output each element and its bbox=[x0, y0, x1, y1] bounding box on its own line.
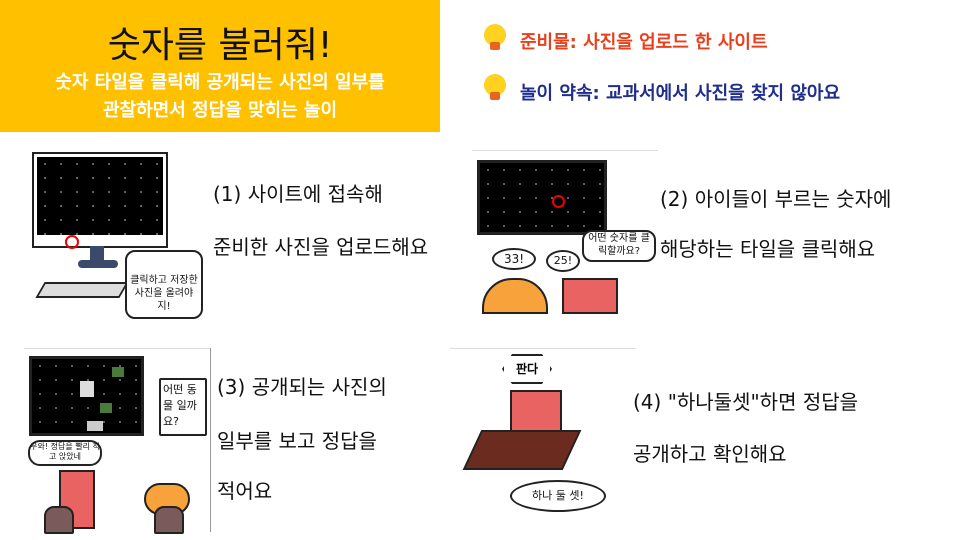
lightbulb-icon bbox=[484, 24, 506, 50]
step-2-line-2: 해당하는 타일을 클릭해요 bbox=[660, 237, 876, 261]
desk bbox=[462, 430, 582, 470]
monitor-base bbox=[78, 260, 118, 268]
chair bbox=[154, 506, 184, 534]
tile-grid-screen bbox=[477, 160, 607, 235]
kid-2-character bbox=[562, 278, 618, 314]
step-3-line-2: 일부를 보고 정답을 bbox=[217, 429, 377, 453]
step-3-line-1: (3) 공개되는 사진의 bbox=[217, 375, 387, 399]
kid-1-character bbox=[482, 278, 548, 314]
page-title: 숫자를 불러줘! bbox=[107, 25, 333, 66]
tile-grid-screen bbox=[29, 356, 144, 436]
revealed-tile bbox=[80, 381, 94, 397]
step-1-illustration: 클릭하고 저장한 사진을 올려야지! bbox=[30, 150, 210, 340]
step-4-line-2: 공개하고 확인해요 bbox=[633, 442, 787, 466]
revealed-tile bbox=[100, 403, 112, 413]
click-cursor-icon bbox=[552, 195, 565, 208]
speech-bubble: 어떤 동물 일까요? bbox=[159, 378, 207, 436]
monitor-stand bbox=[90, 246, 104, 262]
revealed-tile bbox=[87, 421, 103, 431]
step-3-line-3: 적어요 bbox=[217, 479, 273, 503]
monitor bbox=[32, 152, 168, 249]
subtitle-line-2: 관찰하면서 정답을 맞히는 놀이 bbox=[102, 100, 338, 121]
title-banner: 숫자를 불러줘! 숫자 타일을 클릭해 공개되는 사진의 일부를 관찰하면서 정… bbox=[0, 0, 440, 132]
speech-bubble: 클릭하고 저장한 사진을 올려야지! bbox=[125, 250, 203, 319]
materials-note: 준비물: 사진을 업로드 한 사이트 bbox=[520, 32, 768, 53]
step-2-line-1: (2) 아이들이 부르는 숫자에 bbox=[660, 187, 892, 211]
answer-sign: 판다 bbox=[502, 354, 552, 384]
keyboard bbox=[35, 282, 129, 298]
revealed-tile bbox=[112, 367, 124, 377]
divider bbox=[210, 348, 211, 532]
kid-1-speech: 33! bbox=[492, 248, 536, 270]
step-3-illustration: 어떤 동물 일까요? 우와! 정답을 빨리 적고 앉았네 bbox=[24, 348, 210, 534]
speech-bubble: 하나 둘 셋! bbox=[510, 480, 606, 512]
tile-grid-screen bbox=[37, 157, 163, 235]
rule-note: 놀이 약속: 교과서에서 사진을 찾지 않아요 bbox=[520, 83, 841, 104]
thought-bubble: 우와! 정답을 빨리 적고 앉았네 bbox=[28, 440, 102, 466]
step-4-illustration: 판다 하나 둘 셋! bbox=[450, 348, 636, 538]
chair bbox=[44, 506, 74, 534]
step-1-line-2: 준비한 사진을 업로드해요 bbox=[213, 235, 429, 259]
step-1-line-1: (1) 사이트에 접속해 bbox=[213, 182, 383, 206]
step-2-illustration: 어떤 숫자를 클릭할까요? 33! 25! bbox=[472, 150, 658, 314]
subtitle-line-1: 숫자 타일을 클릭해 공개되는 사진의 일부를 bbox=[55, 72, 385, 93]
speech-bubble: 어떤 숫자를 클릭할까요? bbox=[582, 230, 656, 262]
kid-2-speech: 25! bbox=[546, 250, 580, 272]
upload-button-highlight bbox=[65, 235, 79, 249]
lightbulb-icon bbox=[484, 74, 506, 100]
step-4-line-1: (4) "하나둘셋"하면 정답을 bbox=[633, 390, 859, 414]
